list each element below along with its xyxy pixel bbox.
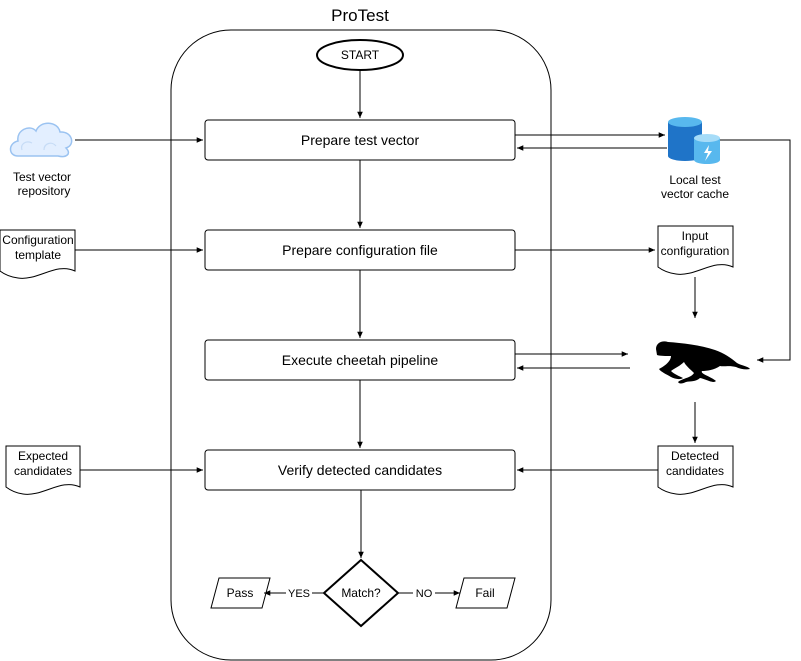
input-config-line1: Input [682,229,709,243]
fail-label: Fail [475,586,494,600]
cache-label-line2: vector cache [661,187,729,201]
decision-label: Match? [341,586,381,600]
step-verify-candidates: Verify detected candidates [204,449,516,491]
cheetah-icon [656,341,750,384]
detected-line1: Detected [671,449,719,463]
detected-line2: candidates [666,464,724,478]
diagram-title: ProTest [331,6,389,25]
expected-line1: Expected [18,449,68,463]
config-template-line2: template [15,248,61,262]
step-execute-pipeline: Execute cheetah pipeline [204,339,516,381]
repository-label-line1: Test vector [13,170,71,184]
input-config-doc: Input configuration [657,225,734,275]
expected-candidates-doc: Expected candidates [5,445,81,495]
fail-node: Fail [455,577,516,609]
yes-label: YES [288,588,310,600]
pass-node: Pass [210,577,271,609]
decision-match: Match? [322,558,400,628]
database-icon [668,117,720,164]
step-label: Prepare configuration file [282,242,438,258]
start-node: START [316,39,404,71]
no-label: NO [416,588,433,600]
step-label: Execute cheetah pipeline [282,352,439,368]
step-prepare-test-vector: Prepare test vector [204,119,516,161]
start-label: START [341,48,380,62]
config-template-doc: Configuration template [0,229,76,279]
protest-container [170,29,552,661]
repository-label-line2: repository [18,184,71,198]
pass-label: Pass [227,586,254,600]
cache-label-line1: Local test [669,173,721,187]
edge-cache-to-cheetah [720,139,791,363]
step-label: Verify detected candidates [278,462,442,478]
cloud-icon [9,122,73,158]
step-prepare-configuration: Prepare configuration file [204,229,516,271]
input-config-line2: configuration [661,244,730,258]
step-label: Prepare test vector [301,132,420,148]
expected-line2: candidates [14,464,72,478]
detected-candidates-doc: Detected candidates [657,445,734,495]
config-template-line1: Configuration [2,233,73,247]
